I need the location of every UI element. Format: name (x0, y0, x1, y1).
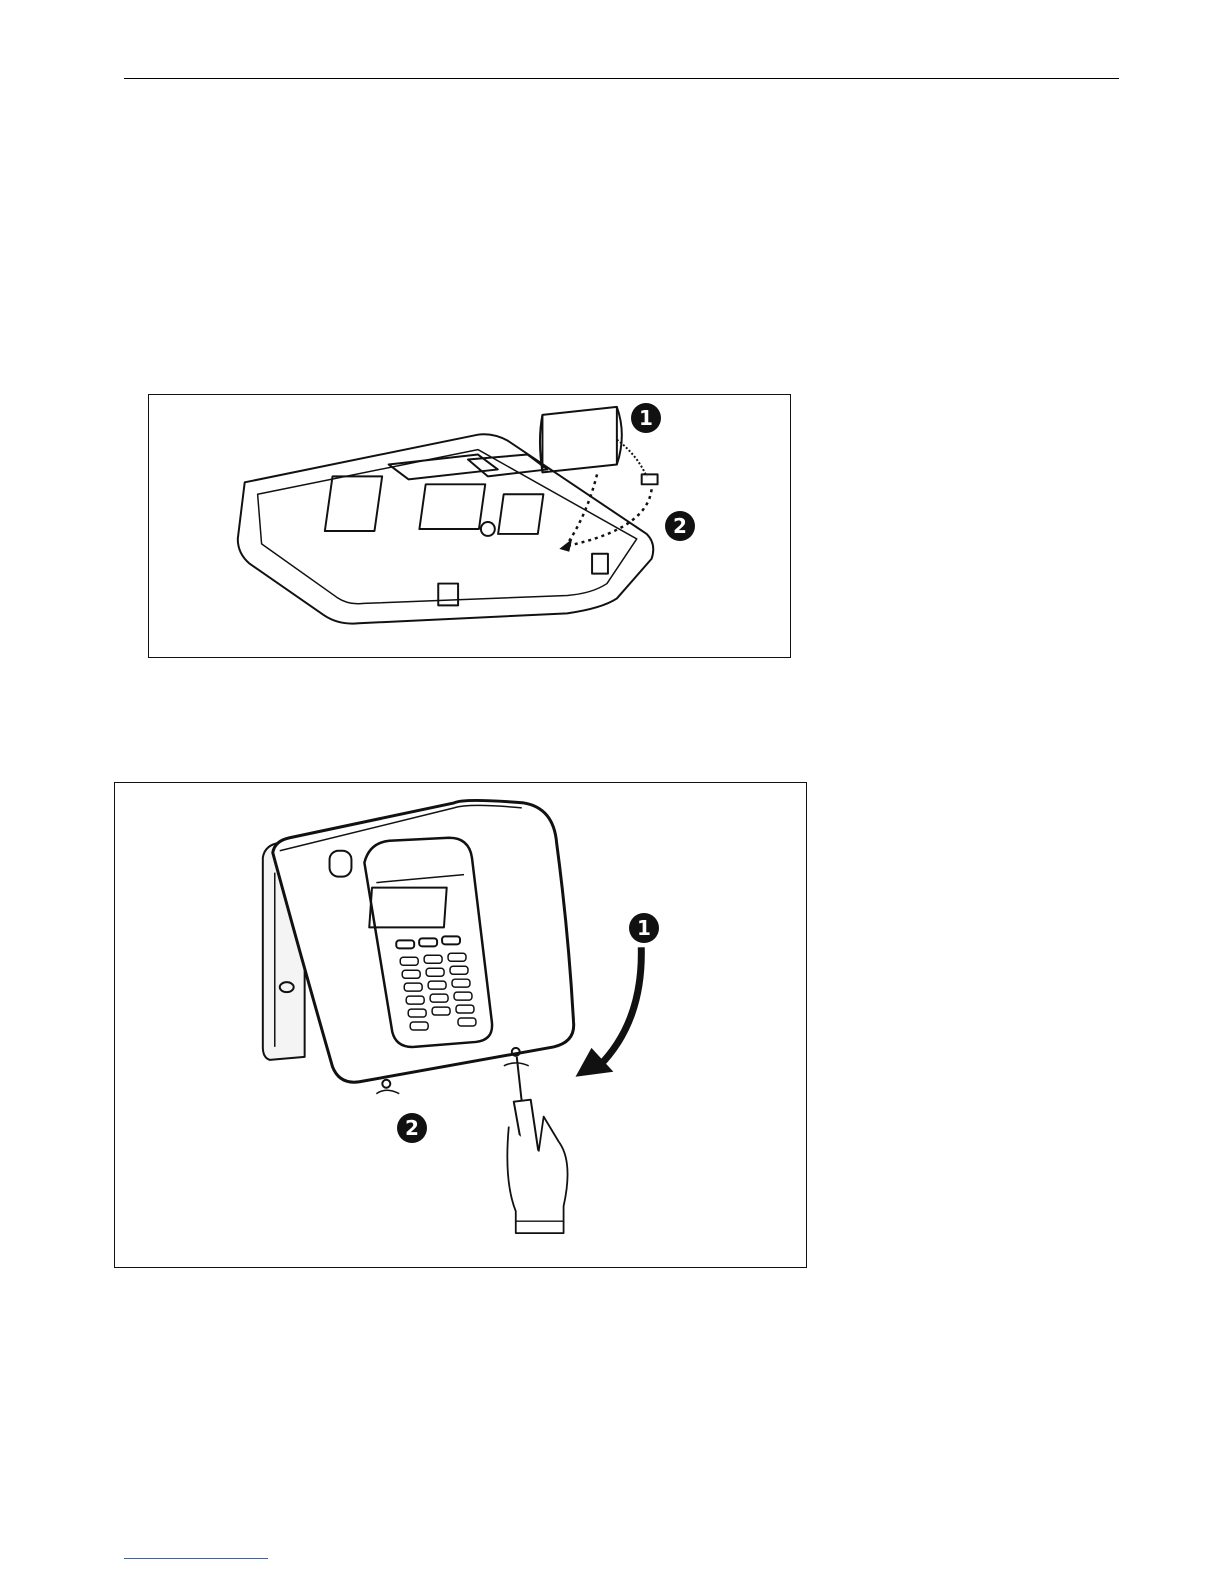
header-rule (124, 78, 1119, 79)
step-badge-2: 2 (397, 1113, 427, 1143)
figure-battery-install: 1 2 (148, 394, 791, 658)
figure-front-cover-close: 1 2 (114, 782, 807, 1268)
step-badge-1: 1 (629, 913, 659, 943)
step-badge-1: 1 (631, 403, 661, 433)
footnote-rule (124, 1558, 268, 1559)
front-cover-illustration (115, 783, 806, 1267)
step-badge-2: 2 (665, 511, 695, 541)
